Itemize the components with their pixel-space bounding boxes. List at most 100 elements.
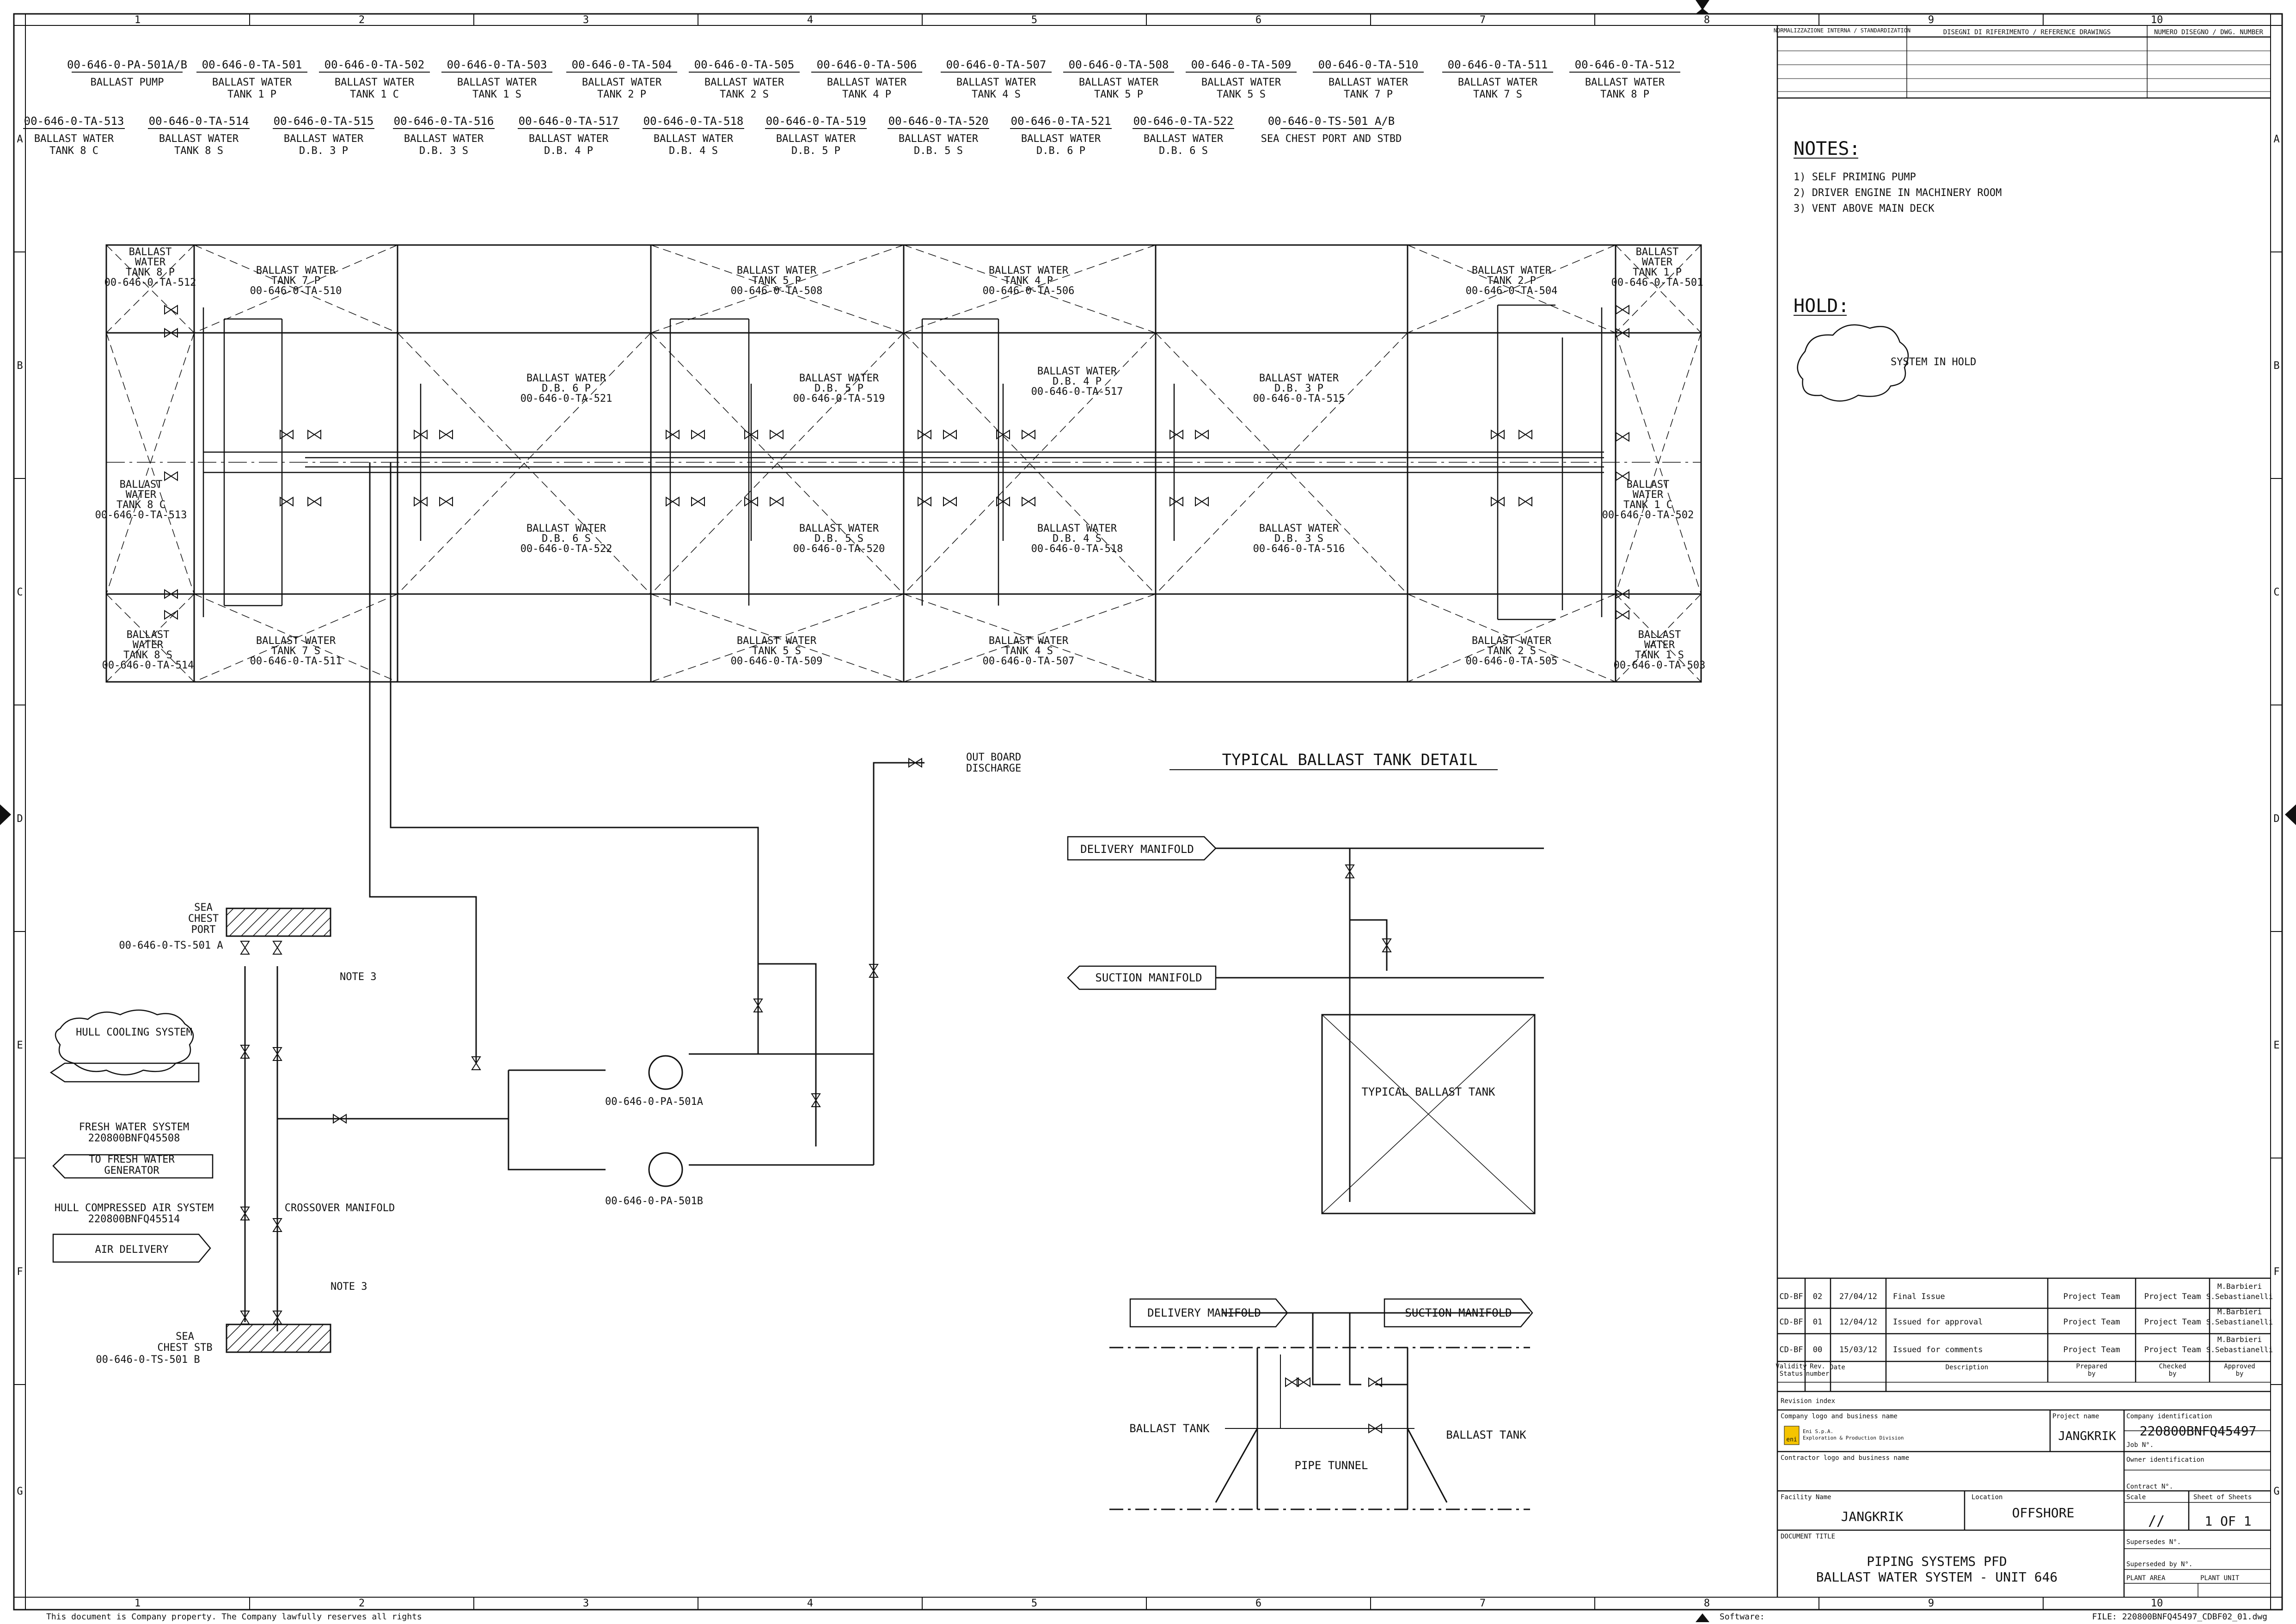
hold-title: HOLD: [1794,295,1849,317]
rev-header: Approved [2224,1363,2255,1370]
note-3-label: NOTE 3 [331,1281,367,1293]
tank-label: BALLAST WATER [1472,635,1552,647]
facility-name: JANGKRIK [1841,1509,1904,1524]
gate-valve-icon [240,1207,250,1220]
rev-approved: M.Barbieri [2217,1307,2262,1316]
tag-number: 00-646-0-TA-513 [24,115,124,128]
project-name: JANGKRIK [2058,1429,2116,1443]
tag-description: BALLAST WATER [457,77,537,88]
rev-header: Description [1946,1364,1989,1371]
gate-valve-icon [1616,471,1629,481]
supersedes-label: Supersedes N°. [2126,1538,2181,1546]
tag-description: TANK 1 C [350,89,399,100]
hold-cloud [1797,324,1909,402]
tag-number: 00-646-0-TA-511 [1448,58,1548,71]
tank-label: TANK 4 P [1004,275,1053,287]
tank-label: 00-646-0-TA-504 [1466,285,1558,297]
to-fw-generator-label: TO FRESH WATER [89,1154,175,1165]
tank-label: BALLAST [1636,246,1679,258]
tag-number: 00-646-0-TA-514 [149,115,249,128]
tank-label: D.B. 4 P [1053,376,1102,387]
tag-number: 00-646-0-PA-501A/B [67,58,187,71]
tag-description: D.B. 4 S [669,145,718,157]
detail-suction-box [1384,1298,1533,1328]
company-name: Eni S.p.A. [1803,1428,1833,1434]
tag-description: SEA CHEST PORT AND STBD [1261,133,1402,145]
project-label: Project name [2052,1413,2099,1420]
rev-date: 12/04/12 [1839,1318,1877,1327]
delivery-manifold-label: DELIVERY MANIFOLD [1080,843,1194,856]
rev-header: Checked [2159,1363,2186,1370]
plan-valves [164,305,1629,620]
tank-label: 00-646-0-TA-508 [731,285,823,297]
tag-number: 00-646-0-TA-506 [817,58,917,71]
tank-label: D.B. 4 S [1053,533,1102,545]
tank-label: WATER [126,489,157,501]
gate-valve-icon [691,429,705,440]
note-item: 3) VENT ABOVE MAIN DECK [1794,203,1935,214]
gate-valve-icon [414,496,428,507]
tank-label: BALLAST WATER [989,265,1069,276]
tag-description: BALLAST WATER [335,77,415,88]
rev-description: Issued for approval [1893,1318,1983,1327]
gate-valve-icon [280,429,294,440]
tag-number: 00-646-0-TA-519 [766,115,866,128]
main-ballast-header [202,304,1604,897]
tank-label: TANK 2 S [1487,645,1536,657]
tank-label: TANK 2 P [1487,275,1536,287]
doc-title: BALLAST WATER SYSTEM - UNIT 646 [1816,1569,2058,1585]
tag-description: TANK 4 S [972,89,1021,100]
tank-label: WATER [135,257,166,268]
gate-valve-icon [307,429,321,440]
owner-label: Owner identification [2126,1456,2204,1464]
tag-description: TANK 1 S [472,89,521,100]
tank-label: 00-646-0-TA-512 [104,277,196,288]
tank-label: TANK 5 P [752,275,801,287]
title-block-frame [1776,25,2271,1597]
rev-number: 02 [1813,1292,1822,1301]
tag-description: BALLAST WATER [704,77,784,88]
rev-header: number [1806,1370,1830,1378]
tank-label: BALLAST WATER [989,635,1069,647]
rev-approved: M.Barbieri [2217,1335,2262,1344]
gate-valve-icon [240,1311,250,1324]
rev-header: by [2236,1370,2244,1378]
tank-label: 00-646-0-TA-514 [102,660,194,671]
grid-col-label: 3 [583,1598,589,1609]
gate-valve-icon [1518,429,1532,440]
rev-description: Final Issue [1893,1292,1945,1301]
tank-label: BALLAST [129,246,172,258]
rev-description: Issued for comments [1893,1345,1983,1354]
sea-chest-port-label: SEA [194,902,213,913]
tank-label: D.B. 6 P [542,383,591,394]
scale-label: Scale [2126,1494,2146,1501]
gate-valve-icon [240,1045,250,1059]
compressed-air-label: 220800BNFQ45514 [88,1213,180,1225]
center-mark-right [2285,804,2296,825]
tank-label: D.B. 6 S [542,533,591,545]
detail-delivery-label: DELIVERY MANIFOLD [1147,1306,1261,1319]
tank-label: TANK 8 C [116,499,165,511]
contract-label: Contract N°. [2126,1483,2173,1490]
job-label: Job N°. [2126,1441,2154,1449]
gate-valve-icon [1616,610,1629,620]
crossover-manifold-label: CROSSOVER MANIFOLD [285,1202,395,1214]
gate-valve-icon [1345,864,1355,878]
grid-col-label: 4 [807,14,813,26]
tag-description: BALLAST WATER [899,133,979,145]
tank-label: BALLAST WATER [737,265,817,276]
rev-status: CD-BF [1779,1345,1803,1354]
ballast-tank-label-right: BALLAST TANK [1446,1428,1526,1441]
tag-number: 00-646-0-TA-517 [519,115,619,128]
tag-description: BALLAST WATER [34,133,114,145]
tank-label: 00-646-0-TA-510 [250,285,342,297]
detail-piping [1216,847,1544,1214]
gate-valve-icon [869,964,879,978]
